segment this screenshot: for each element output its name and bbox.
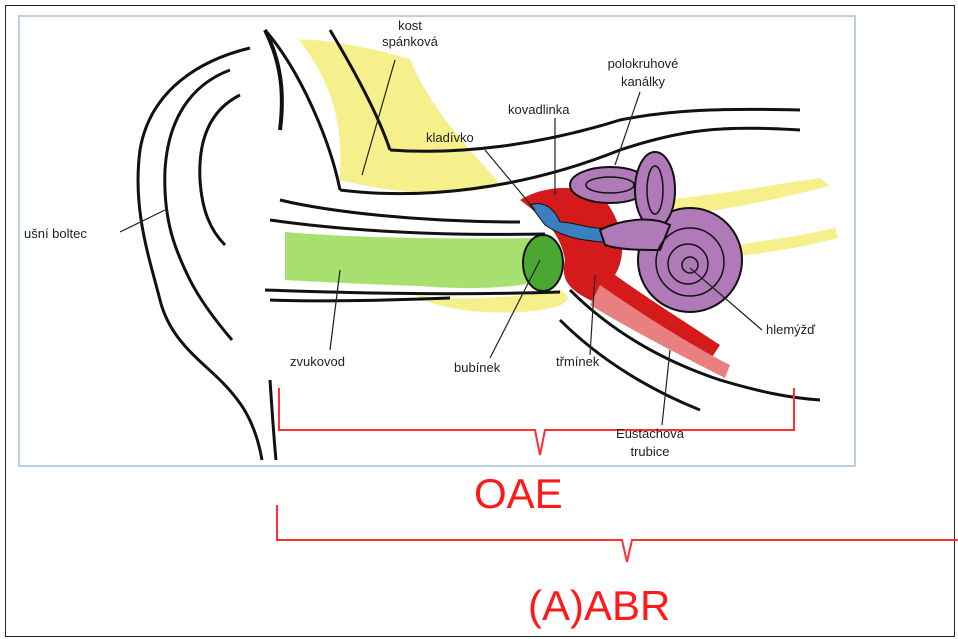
label-ear-canal: zvukovod — [290, 354, 345, 369]
aabr-bracket — [277, 505, 958, 562]
label-eustachian-tube-1: Eustachova — [600, 426, 700, 441]
label-stapes: třmínek — [556, 354, 599, 369]
oae-label: OAE — [474, 470, 563, 518]
label-cochlea: hlemýžď — [766, 322, 815, 337]
label-temporal-bone-1: kost — [370, 18, 450, 33]
label-temporal-bone-2: spánková — [370, 34, 450, 49]
label-eardrum: bubínek — [454, 360, 500, 375]
label-semicircular-canals-2: kanálky — [598, 74, 688, 89]
semicircular-canal-2 — [635, 152, 675, 228]
label-malleus: kladívko — [426, 130, 474, 145]
aabr-label: (A)ABR — [528, 582, 670, 630]
temporal-bone-upper — [300, 40, 500, 193]
auricle — [138, 30, 282, 460]
ear-canal — [285, 232, 560, 288]
label-incus: kovadlinka — [508, 102, 569, 117]
oae-bracket — [279, 388, 794, 455]
temporal-bone-right-lower — [735, 228, 838, 256]
label-auricle: ušní boltec — [24, 226, 87, 241]
label-semicircular-canals-1: polokruhové — [598, 56, 688, 71]
label-eustachian-tube-2: trubice — [600, 444, 700, 459]
